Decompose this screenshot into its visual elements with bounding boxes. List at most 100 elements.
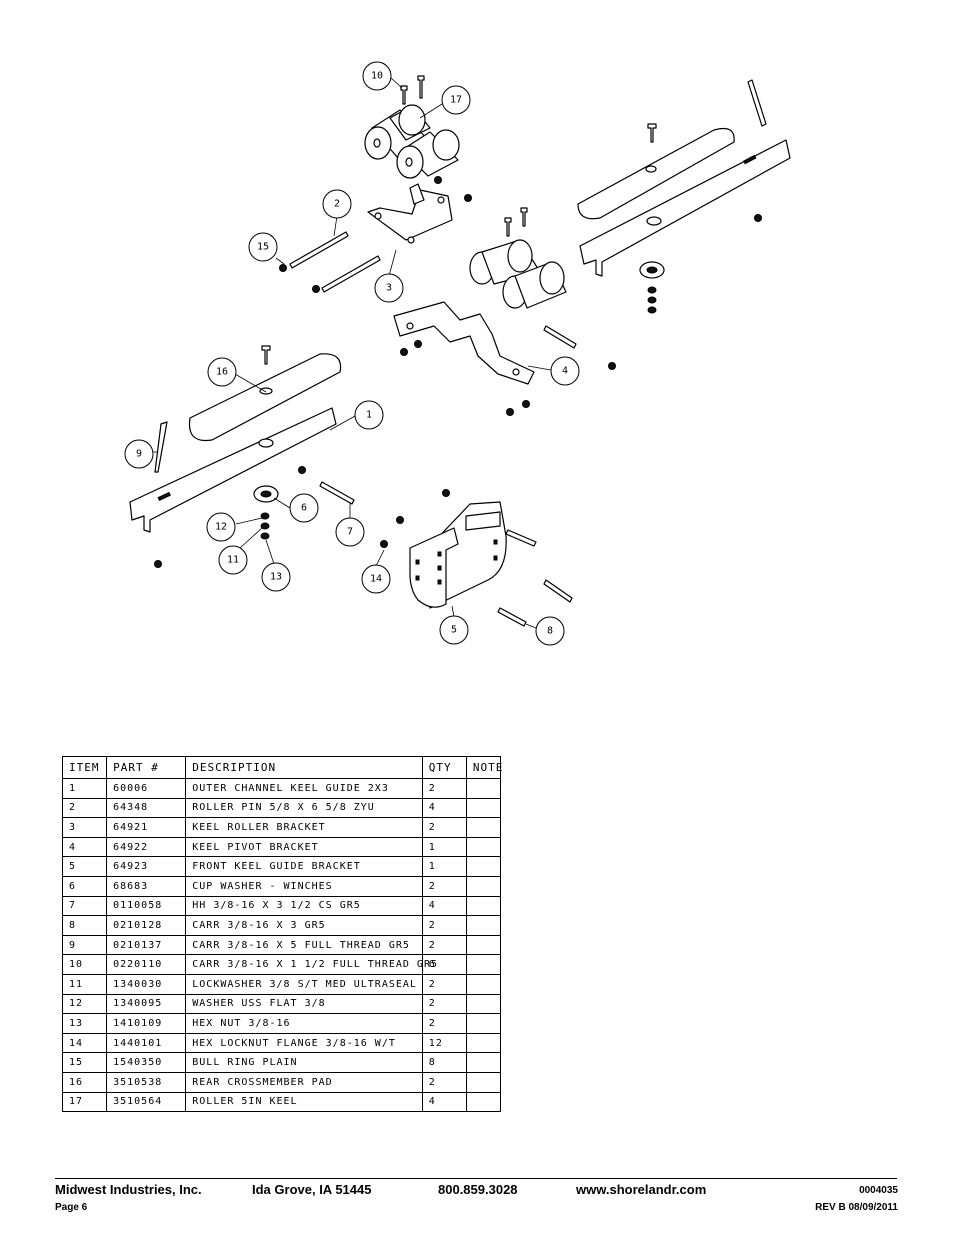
cell-note (465, 817, 502, 838)
cell-item: 15 (61, 1052, 108, 1073)
cell-note (465, 973, 502, 995)
cell-part-number: 1340030 (106, 973, 187, 995)
callout-9: 9 (124, 439, 154, 469)
cell-description: KEEL PIVOT BRACKET (185, 836, 423, 858)
cell-item: 14 (61, 1032, 108, 1054)
callout-2: 2 (322, 189, 352, 219)
cell-qty: 8 (421, 1052, 467, 1073)
cell-note (465, 993, 502, 1015)
cell-qty: 4 (421, 895, 467, 917)
svg-text:13: 13 (270, 572, 282, 583)
cell-description: HH 3/8-16 X 3 1/2 CS GR5 (185, 895, 423, 917)
cell-part-number: 64923 (106, 856, 187, 877)
bolts (154, 75, 767, 627)
cell-description: CARR 3/8-16 X 3 GR5 (185, 915, 423, 936)
svg-text:2: 2 (334, 199, 340, 210)
cell-qty: 2 (421, 934, 467, 956)
cell-part-number: 1440101 (106, 1032, 187, 1054)
exploded-parts-diagram: 10 17 2 15 3 4 16 1 9 6 7 12 11 13 14 5 … (124, 61, 791, 646)
cell-qty: 6 (421, 954, 467, 975)
header-part: PART # (106, 756, 187, 779)
cell-note (465, 1071, 502, 1093)
cell-note (465, 836, 502, 858)
cell-qty: 1 (421, 836, 467, 858)
header-description: DESCRIPTION (185, 756, 423, 779)
svg-text:10: 10 (371, 71, 383, 82)
svg-text:3: 3 (386, 283, 392, 294)
cell-item: 16 (61, 1071, 108, 1093)
callout-14: 14 (361, 564, 391, 594)
cell-item: 5 (61, 856, 108, 877)
cell-description: REAR CROSSMEMBER PAD (185, 1071, 423, 1093)
cell-qty: 2 (421, 1071, 467, 1093)
svg-text:12: 12 (215, 522, 227, 533)
svg-text:9: 9 (136, 449, 142, 460)
cell-qty: 2 (421, 875, 467, 897)
cell-part-number: 0210137 (106, 934, 187, 956)
cell-note (465, 1091, 502, 1113)
cell-note (465, 778, 502, 799)
svg-text:6: 6 (301, 503, 307, 514)
cell-item: 10 (61, 954, 108, 975)
header-note: NOTE (465, 756, 502, 779)
cell-item: 17 (61, 1091, 108, 1113)
cell-description: BULL RING PLAIN (185, 1052, 423, 1073)
footer-revision: REV B 08/09/2011 (815, 1202, 898, 1213)
cell-note (465, 1052, 502, 1073)
cell-part-number: 0220110 (106, 954, 187, 975)
cell-note (465, 797, 502, 819)
cell-note (465, 895, 502, 917)
cell-description: CARR 3/8-16 X 1 1/2 FULL THREAD GR5 (185, 954, 437, 975)
cell-item: 12 (61, 993, 108, 1015)
cell-description: ROLLER PIN 5/8 X 6 5/8 ZYU (185, 797, 423, 819)
cell-part-number: 1340095 (106, 993, 187, 1015)
roller-assembly-upper (364, 104, 460, 244)
callout-13: 13 (261, 562, 291, 592)
left-keel-guide (129, 353, 342, 533)
footer-rule (55, 1178, 897, 1179)
cell-part-number: 0110058 (106, 895, 187, 917)
cell-part-number: 3510564 (106, 1091, 187, 1113)
cell-item: 11 (61, 973, 108, 995)
cell-description: ROLLER 5IN KEEL (185, 1091, 423, 1113)
svg-text:1: 1 (366, 410, 372, 421)
cell-part-number: 60006 (106, 778, 187, 799)
table-header-row: ITEM PART # DESCRIPTION QTY NOTE (61, 756, 502, 779)
cell-description: CARR 3/8-16 X 5 FULL THREAD GR5 (185, 934, 423, 956)
cell-qty: 1 (421, 856, 467, 877)
footer-phone: 800.859.3028 (438, 1182, 518, 1197)
svg-text:4: 4 (562, 366, 568, 377)
svg-text:7: 7 (347, 527, 353, 538)
footer-website: www.shorelandr.com (576, 1182, 707, 1197)
cell-part-number: 1540350 (106, 1052, 187, 1073)
cell-description: LOCKWASHER 3/8 S/T MED ULTRASEAL (185, 973, 423, 995)
callout-8: 8 (535, 616, 565, 646)
cell-part-number: 68683 (106, 875, 187, 897)
cell-item: 6 (61, 875, 108, 897)
cell-qty: 12 (421, 1032, 467, 1054)
cell-qty: 2 (421, 915, 467, 936)
cell-qty: 2 (421, 778, 467, 799)
callout-16: 16 (207, 357, 237, 387)
cell-qty: 2 (421, 973, 467, 995)
cell-item: 1 (61, 778, 108, 799)
cell-item: 3 (61, 817, 108, 838)
callout-15: 15 (248, 232, 278, 262)
center-roller-pivot (393, 239, 567, 385)
cell-qty: 4 (421, 797, 467, 819)
svg-text:16: 16 (216, 367, 228, 378)
cell-item: 7 (61, 895, 108, 917)
callout-17: 17 (441, 85, 471, 115)
cell-qty: 2 (421, 993, 467, 1015)
